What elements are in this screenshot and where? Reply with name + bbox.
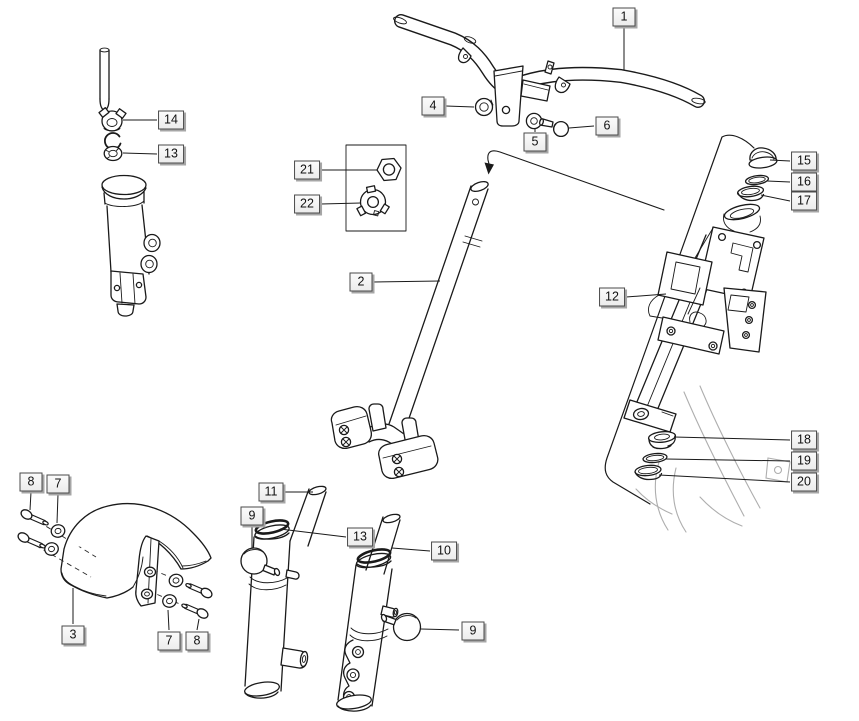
leader-line-fork-leg-right bbox=[391, 547, 431, 552]
callout-tab-washer[interactable]: 22 bbox=[294, 194, 320, 214]
callout-handlebar-bolt[interactable]: 6 bbox=[595, 116, 619, 136]
leader-line-fender-screw-right bbox=[196, 618, 200, 631]
callout-dust-seal[interactable]: 13 bbox=[347, 527, 373, 547]
callout-fork-cap-right[interactable]: 9 bbox=[461, 621, 485, 641]
callout-lower-bearing-race[interactable]: 20 bbox=[791, 472, 817, 492]
leader-line-fender-screw-left bbox=[29, 491, 32, 511]
fork-leg-right-drawing bbox=[336, 513, 401, 712]
callout-handlebar[interactable]: 1 bbox=[612, 7, 636, 27]
callout-handlebar-nut[interactable]: 4 bbox=[421, 96, 445, 116]
callout-fender-washer-right[interactable]: 7 bbox=[157, 631, 181, 651]
callout-washer-small[interactable]: 5 bbox=[523, 132, 547, 152]
callout-steering-stem[interactable]: 2 bbox=[349, 272, 373, 292]
leader-line-handlebar-bolt bbox=[568, 125, 595, 129]
leader-line-steering-stem bbox=[372, 280, 441, 283]
leader-line-tab-washer bbox=[320, 202, 362, 205]
fork-caps bbox=[240, 547, 422, 642]
callout-upper-bearing-ring[interactable]: 16 bbox=[791, 172, 817, 192]
callout-fender-screw-left[interactable]: 8 bbox=[19, 472, 43, 492]
leader-line-frame-steering-head bbox=[625, 293, 667, 298]
leader-line-upper-bearing-ring bbox=[766, 180, 791, 183]
lower-triple-clamp bbox=[330, 403, 439, 480]
leader-line-fork-cap-right bbox=[420, 628, 460, 631]
leader-line-fender-washer-right bbox=[167, 609, 170, 631]
upper-bearing-parts bbox=[736, 147, 778, 202]
handlebar-fasteners bbox=[474, 97, 570, 138]
callout-fork-leg-right[interactable]: 10 bbox=[431, 541, 457, 561]
callout-front-fender[interactable]: 3 bbox=[61, 625, 85, 645]
leader-line-upper-bearing-race bbox=[760, 194, 791, 202]
callout-fender-washer-left[interactable]: 7 bbox=[46, 474, 70, 494]
lower-bearing-parts bbox=[634, 430, 677, 481]
frame-drawing bbox=[604, 134, 791, 533]
leader-line-lower-bearing-ring bbox=[665, 458, 791, 462]
callout-fender-screw-right[interactable]: 8 bbox=[185, 631, 209, 651]
steering-stem-drawing bbox=[388, 150, 665, 428]
leader-line-upper-bearing-cover bbox=[769, 159, 791, 162]
callout-frame-steering-head[interactable]: 12 bbox=[599, 287, 625, 307]
frame-ghost-lines bbox=[635, 385, 791, 533]
leader-line-fender-washer-left bbox=[56, 493, 59, 524]
fork-rod-and-nuts bbox=[98, 47, 127, 162]
leader-line-lower-bearing-race bbox=[658, 474, 791, 483]
nut-washer-box bbox=[345, 144, 407, 232]
leader-line-handlebar-nut bbox=[445, 105, 475, 108]
callout-lower-bearing-ring[interactable]: 19 bbox=[791, 451, 817, 471]
leader-line-ring-nut bbox=[122, 152, 158, 155]
callout-upper-bearing-cover[interactable]: 15 bbox=[791, 151, 817, 171]
callout-ring-nut[interactable]: 13 bbox=[158, 144, 184, 164]
callout-steering-nut[interactable]: 21 bbox=[294, 160, 320, 180]
callout-fork-cap-left[interactable]: 9 bbox=[240, 506, 264, 526]
fork-outer-tube bbox=[101, 174, 161, 317]
callout-lower-bearing-cone[interactable]: 18 bbox=[791, 430, 817, 450]
callout-fork-leg-left[interactable]: 11 bbox=[258, 482, 284, 502]
front-fender-drawing bbox=[17, 502, 213, 619]
leader-line-lower-bearing-cone bbox=[673, 436, 791, 441]
fork-leg-left-drawing bbox=[244, 485, 327, 699]
leader-lines bbox=[29, 27, 791, 631]
callout-castle-nut[interactable]: 14 bbox=[158, 110, 184, 130]
leader-line-dust-seal bbox=[279, 528, 347, 538]
callout-upper-bearing-race[interactable]: 17 bbox=[791, 191, 817, 211]
handlebar-drawing bbox=[393, 14, 706, 127]
